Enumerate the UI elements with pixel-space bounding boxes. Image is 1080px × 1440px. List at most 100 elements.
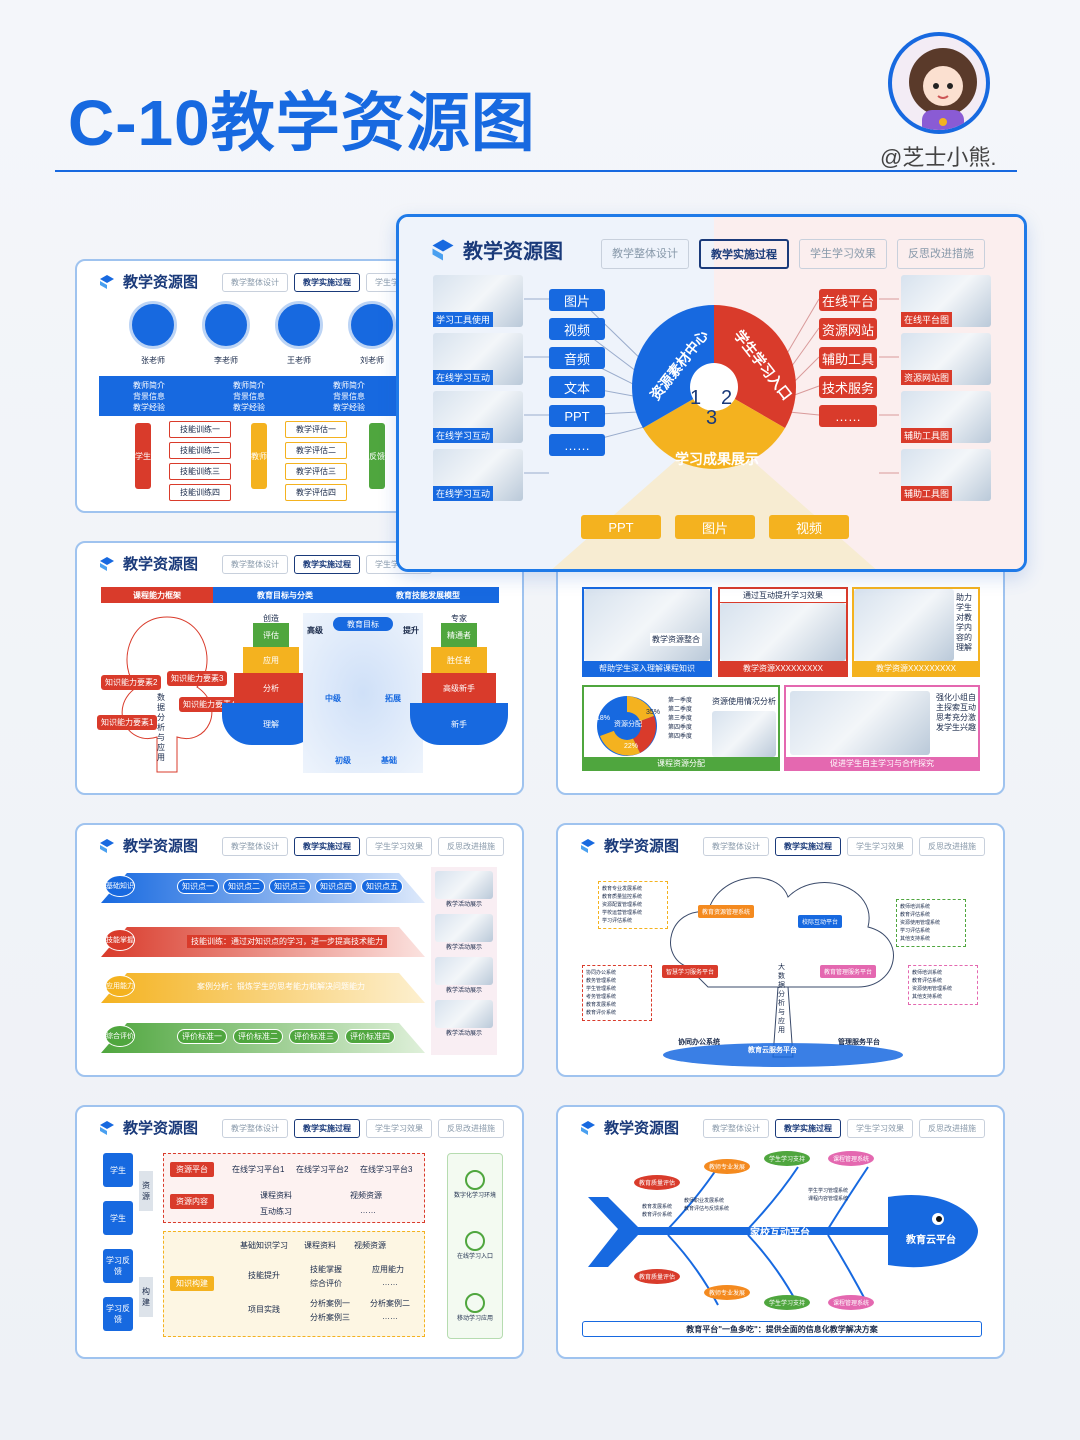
card-fishbone: 教学资源图 教学整体设计教学实施过程学生学习效果反思改进措施 家校互动平台 教育… xyxy=(556,1105,1005,1359)
content-item: 课程资料 xyxy=(260,1191,292,1200)
tab-design[interactable]: 教学整体设计 xyxy=(703,1119,769,1138)
mid-label: 资源 xyxy=(139,1171,153,1211)
tab-process[interactable]: 教学实施过程 xyxy=(294,837,360,856)
cube-logo-icon xyxy=(100,556,114,571)
resource-photo: 在线学习互动 xyxy=(433,449,523,501)
card-tabs: 教学整体设计教学实施过程学生学习效果反思改进措施 xyxy=(222,1119,504,1138)
section-tag: 资源平台 xyxy=(170,1162,214,1177)
platform-item: 在线学习平台1 xyxy=(232,1165,285,1174)
teacher-info: 教师简介 背景信息 教学经验 xyxy=(233,380,265,412)
tab-effect[interactable]: 学生学习效果 xyxy=(847,837,913,856)
pie-label: 22% xyxy=(624,743,639,750)
item-more[interactable]: …… xyxy=(549,434,605,456)
bottom-item-ppt[interactable]: PPT xyxy=(581,515,661,539)
bottom-item-image[interactable]: 图片 xyxy=(675,515,755,539)
tab-process[interactable]: 教学实施过程 xyxy=(699,239,789,269)
tab-reflect[interactable]: 反思改进措施 xyxy=(919,1119,985,1138)
skill-item: 技能训练二 xyxy=(169,442,231,459)
avatar-illustration xyxy=(909,48,977,130)
segment-num: 1 xyxy=(690,387,702,409)
knowledge-point: 知识点五 xyxy=(361,879,403,894)
card-resources: 帮助学生深入理解课程知识教学资源整合 通过互动提升学习效果教学资源XXXXXXX… xyxy=(556,541,1005,795)
tree-trunk-label: 大数据分析与应用 xyxy=(778,964,785,1034)
item-tech-service[interactable]: 技术服务 xyxy=(819,376,877,398)
resource-photo: 学习工具使用 xyxy=(433,275,523,327)
pyramid-right: 专家 精通者 胜任者 高级新手 新手 xyxy=(409,613,509,745)
item-ppt[interactable]: PPT xyxy=(549,405,605,427)
bottom-items: PPT 图片 视频 xyxy=(581,515,849,539)
tab-design[interactable]: 教学整体设计 xyxy=(222,837,288,856)
item-image[interactable]: 图片 xyxy=(549,289,605,311)
pyramid-level: 胜任者 xyxy=(431,647,487,673)
fishbone-diagram xyxy=(588,1166,978,1306)
activity-caption: 教学活动展示 xyxy=(445,902,482,908)
tree-node: 智慧学习服务平台 xyxy=(662,965,719,978)
teacher-name: 张老师 xyxy=(141,356,165,365)
tab-process[interactable]: 教学实施过程 xyxy=(775,837,841,856)
tab-process[interactable]: 教学实施过程 xyxy=(294,273,360,292)
tab-effect[interactable]: 学生学习效果 xyxy=(366,837,432,856)
eval-item: 教学评估三 xyxy=(285,463,347,480)
card-title: 教学资源图 xyxy=(604,838,680,855)
teacher-info: 教师简介 背景信息 教学经验 xyxy=(333,380,365,412)
teacher-name: 刘老师 xyxy=(360,356,384,365)
featured-card: 教学资源图 教学整体设计 教学实施过程 学生学习效果 反思改进措施 学习工具使用… xyxy=(396,214,1027,572)
knowledge-section: 知识构建 基础知识学习课程资料视频资源 技能提升技能掌握应用能力综合评价…… 项… xyxy=(163,1231,425,1337)
fish-tag: 课程管理系统 xyxy=(828,1295,875,1310)
item-aux-tool[interactable]: 辅助工具 xyxy=(819,347,877,369)
tree-label: 知识能力要素1 xyxy=(97,715,158,730)
tab-design[interactable]: 教学整体设计 xyxy=(703,837,769,856)
env-label: 在线学习入口 xyxy=(456,1254,493,1261)
bar-framework: 课程能力框架 xyxy=(101,587,213,603)
tab-reflect[interactable]: 反思改进措施 xyxy=(897,239,985,269)
tab-effect[interactable]: 学生学习效果 xyxy=(799,239,887,269)
env-icon xyxy=(464,1292,485,1313)
fish-notes: 教育发展系统教育评价系统 xyxy=(642,1204,673,1218)
tab-reflect[interactable]: 反思改进措施 xyxy=(919,837,985,856)
pyramid-level: 专家 xyxy=(451,613,467,623)
card-tabs: 教学整体设计教学实施过程学生学习效果反思改进措施 xyxy=(703,1119,985,1138)
item-more[interactable]: …… xyxy=(819,405,877,427)
teacher-info: 教师简介 背景信息 教学经验 xyxy=(133,380,165,412)
card-header: 教学资源图 xyxy=(580,1117,679,1138)
tab-design[interactable]: 教学整体设计 xyxy=(222,555,288,574)
card-header: 教学资源图 xyxy=(99,835,198,856)
usage-title: 资源使用情况分析 xyxy=(712,697,776,706)
eval-standard: 评价标准四 xyxy=(345,1029,395,1044)
featured-tabs: 教学整体设计 教学实施过程 学生学习效果 反思改进措施 xyxy=(601,239,985,269)
featured-header: 教学资源图 xyxy=(431,235,563,264)
bar-skill-model: 教育技能发展模型 xyxy=(357,587,499,603)
tab-design[interactable]: 教学整体设计 xyxy=(222,1119,288,1138)
tab-process[interactable]: 教学实施过程 xyxy=(294,555,360,574)
item-online-platform[interactable]: 在线平台 xyxy=(819,289,877,311)
funnel-center: 教育目标 高级 提升 中级 拓展 初级 基础 xyxy=(303,613,423,773)
knowledge-point: 知识点三 xyxy=(269,879,311,894)
platform-item: 在线学习平台3 xyxy=(360,1165,413,1174)
env-label: 数字化学习环境 xyxy=(453,1193,496,1200)
panel-caption: 帮助学生深入理解课程知识 xyxy=(584,661,710,675)
tab-reflect[interactable]: 反思改进措施 xyxy=(438,1119,504,1138)
tab-design[interactable]: 教学整体设计 xyxy=(222,273,288,292)
center-label: 提升 xyxy=(403,626,419,635)
tab-design[interactable]: 教学整体设计 xyxy=(601,239,689,269)
item-resource-site[interactable]: 资源网站 xyxy=(819,318,877,340)
center-label: 基础 xyxy=(381,756,397,765)
fish-spine-label: 家校互动平台 xyxy=(750,1228,810,1239)
tab-process[interactable]: 教学实施过程 xyxy=(294,1119,360,1138)
row-tag: 应用能力 xyxy=(105,975,135,997)
item-video[interactable]: 视频 xyxy=(549,318,605,340)
item-audio[interactable]: 音频 xyxy=(549,347,605,369)
tab-effect[interactable]: 学生学习效果 xyxy=(847,1119,913,1138)
bottom-item-video[interactable]: 视频 xyxy=(769,515,849,539)
item-text[interactable]: 文本 xyxy=(549,376,605,398)
env-icon xyxy=(464,1170,485,1191)
tab-reflect[interactable]: 反思改进措施 xyxy=(438,837,504,856)
resource-photo: 在线学习互动 xyxy=(433,391,523,443)
tab-process[interactable]: 教学实施过程 xyxy=(775,1119,841,1138)
skill-item: 技能训练一 xyxy=(169,421,231,438)
activity-caption: 教学活动展示 xyxy=(445,1031,482,1037)
card-title: 教学资源图 xyxy=(123,556,199,573)
tab-effect[interactable]: 学生学习效果 xyxy=(366,1119,432,1138)
